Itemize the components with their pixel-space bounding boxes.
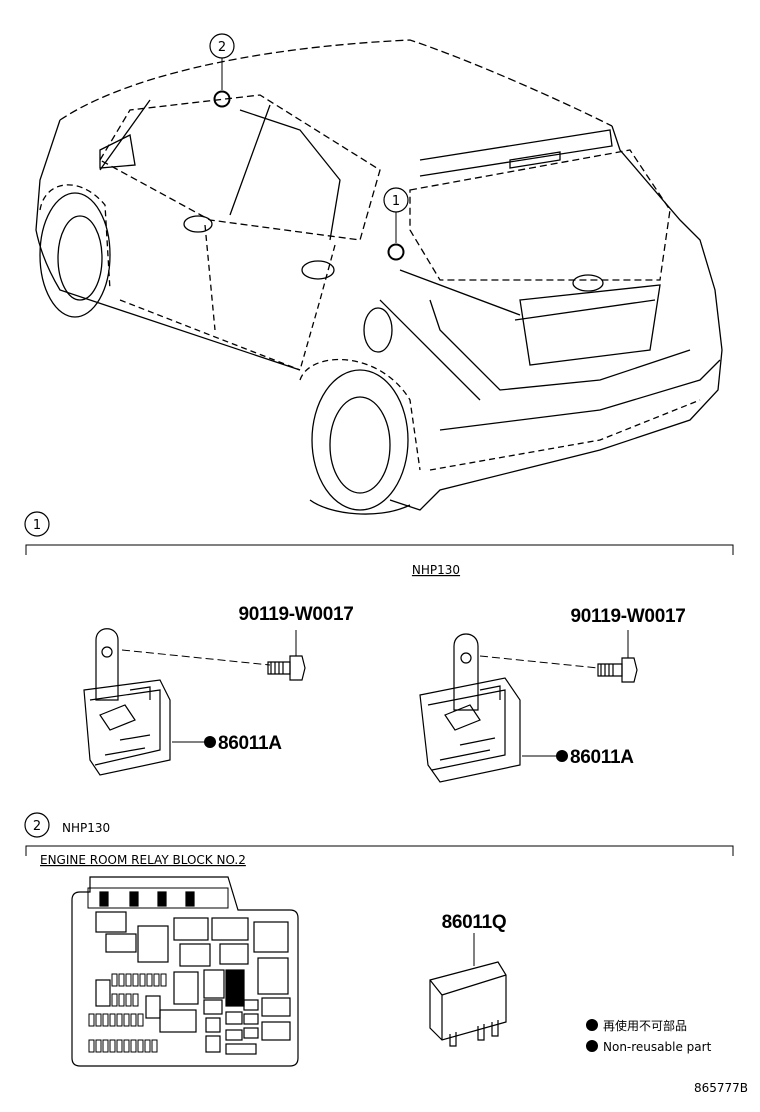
- relay-block-title: ENGINE ROOM RELAY BLOCK NO.2: [40, 853, 246, 867]
- callout-1-top-label: 1: [392, 194, 400, 209]
- left-relay-part-number: 86011A: [218, 733, 282, 754]
- legend-text-jp: 再使用不可部品: [603, 1018, 687, 1033]
- callout-2-top: 2: [209, 33, 235, 59]
- left-relay-assembly: [83, 628, 306, 776]
- section-2-relay-part-number: 86011Q: [442, 912, 507, 933]
- left-non-reusable-marker: [204, 736, 216, 748]
- section-1-model-code: NHP130: [412, 563, 460, 577]
- right-bolt-part-number: 90119-W0017: [570, 606, 685, 627]
- section-1-header: 1 NHP130: [24, 511, 734, 577]
- engine-room-relay-block: [71, 876, 299, 1067]
- illustration-id: 865777B: [694, 1081, 748, 1095]
- section-2-number: 2: [33, 819, 41, 834]
- legend-text-en: Non-reusable part: [603, 1040, 712, 1054]
- section-2-model-code: NHP130: [62, 821, 110, 835]
- section-2-relay: [429, 933, 507, 1047]
- right-relay-assembly: [419, 630, 638, 783]
- right-non-reusable-marker: [556, 750, 568, 762]
- right-relay-label: 86011A: [522, 747, 635, 768]
- left-relay-label: 86011A: [172, 733, 283, 754]
- legend-marker-jp: [586, 1019, 598, 1031]
- car-illustration: [35, 39, 723, 515]
- left-bolt-part-number: 90119-W0017: [238, 604, 353, 625]
- section-1-number: 1: [33, 518, 41, 533]
- right-relay-part-number: 86011A: [570, 747, 634, 768]
- callout-2-top-label: 2: [218, 40, 226, 55]
- callout-1-top: 1: [383, 187, 409, 213]
- section-2-header: 2 NHP130 ENGINE ROOM RELAY BLOCK NO.2: [24, 812, 734, 867]
- legend-marker-en: [586, 1040, 598, 1052]
- legend: 再使用不可部品 Non-reusable part: [586, 1018, 712, 1054]
